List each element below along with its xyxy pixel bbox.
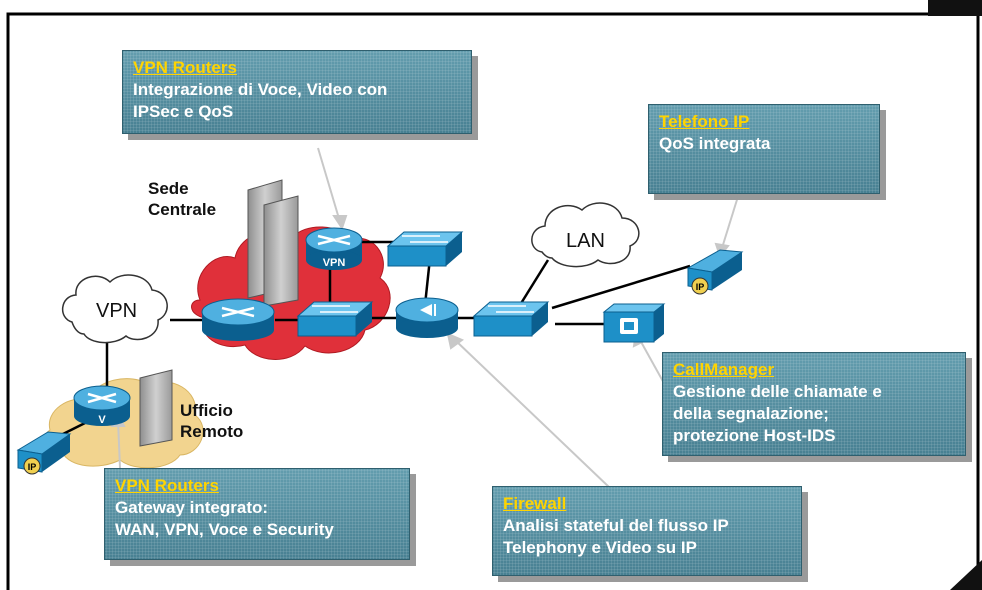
- switch-top: [386, 231, 464, 267]
- firewall-device: [395, 297, 459, 338]
- callout-callmanager-title: CallManager: [673, 360, 775, 379]
- callmanager-server: [602, 303, 666, 343]
- switch-core: [296, 301, 374, 337]
- ufficio-label-line-2: Remoto: [180, 422, 244, 441]
- corner-tab-bottom-right: [950, 560, 982, 590]
- callout-vpn-routers-bottom: VPN Routers Gateway integrato: WAN, VPN,…: [104, 468, 410, 560]
- router-remote-badge: V: [98, 414, 106, 426]
- callout-vpn-top-title: VPN Routers: [133, 58, 237, 77]
- phone-remote-badge: IP: [28, 462, 37, 472]
- ip-phone-remote: IP: [16, 431, 72, 475]
- phone-central-badge: IP: [696, 282, 705, 292]
- sede-centrale-building: [247, 179, 299, 307]
- router-vpn-badge: VPN: [323, 257, 346, 269]
- callout-telefono-line-1: QoS integrata: [659, 134, 771, 153]
- callout-vpn-top-line-1: Integrazione di Voce, Video con: [133, 80, 388, 99]
- lan-cloud: [531, 202, 640, 268]
- lan-cloud-label: LAN: [566, 230, 605, 252]
- callout-callmanager: CallManager Gestione delle chiamate e de…: [662, 352, 966, 456]
- callout-vpn-top-line-2: IPSec e QoS: [133, 102, 234, 121]
- ufficio-label-line-1: Ufficio: [180, 401, 233, 420]
- callout-vpn-bottom-line-2: WAN, VPN, Voce e Security: [115, 520, 334, 539]
- router-vpn-central: VPN: [305, 227, 363, 270]
- callout-callmanager-line-1: Gestione delle chiamate e: [673, 382, 882, 401]
- callout-telefono-title: Telefono IP: [659, 112, 750, 131]
- ufficio-remoto-building: [139, 369, 173, 447]
- router-wan: [201, 298, 275, 341]
- callout-firewall: Firewall Analisi stateful del flusso IP …: [492, 486, 802, 576]
- sede-centrale-label: Sede Centrale: [148, 178, 216, 220]
- frame-border: [6, 12, 980, 590]
- callout-vpn-bottom-title: VPN Routers: [115, 476, 219, 495]
- callout-callmanager-line-2: della segnalazione;: [673, 404, 829, 423]
- vpn-cloud: [62, 274, 168, 344]
- sede-label-line-1: Sede: [148, 179, 189, 198]
- callout-telefono-ip: Telefono IP QoS integrata: [648, 104, 880, 194]
- callout-firewall-line-1: Analisi stateful del flusso IP: [503, 516, 729, 535]
- ufficio-remoto-label: Ufficio Remoto: [180, 400, 243, 442]
- ip-phone-central: IP: [686, 249, 744, 295]
- callout-vpn-bottom-line-1: Gateway integrato:: [115, 498, 269, 517]
- router-vpn-remote: V: [73, 385, 131, 426]
- callout-vpn-routers-top: VPN Routers Integrazione di Voce, Video …: [122, 50, 472, 134]
- callout-firewall-title: Firewall: [503, 494, 567, 513]
- sede-label-line-2: Centrale: [148, 200, 217, 219]
- corner-tab-top-right: [928, 0, 982, 16]
- vpn-cloud-label: VPN: [96, 300, 138, 322]
- callout-firewall-line-2: Telephony e Video su IP: [503, 538, 697, 557]
- switch-lan: [472, 301, 550, 337]
- callout-callmanager-line-3: protezione Host-IDS: [673, 426, 836, 445]
